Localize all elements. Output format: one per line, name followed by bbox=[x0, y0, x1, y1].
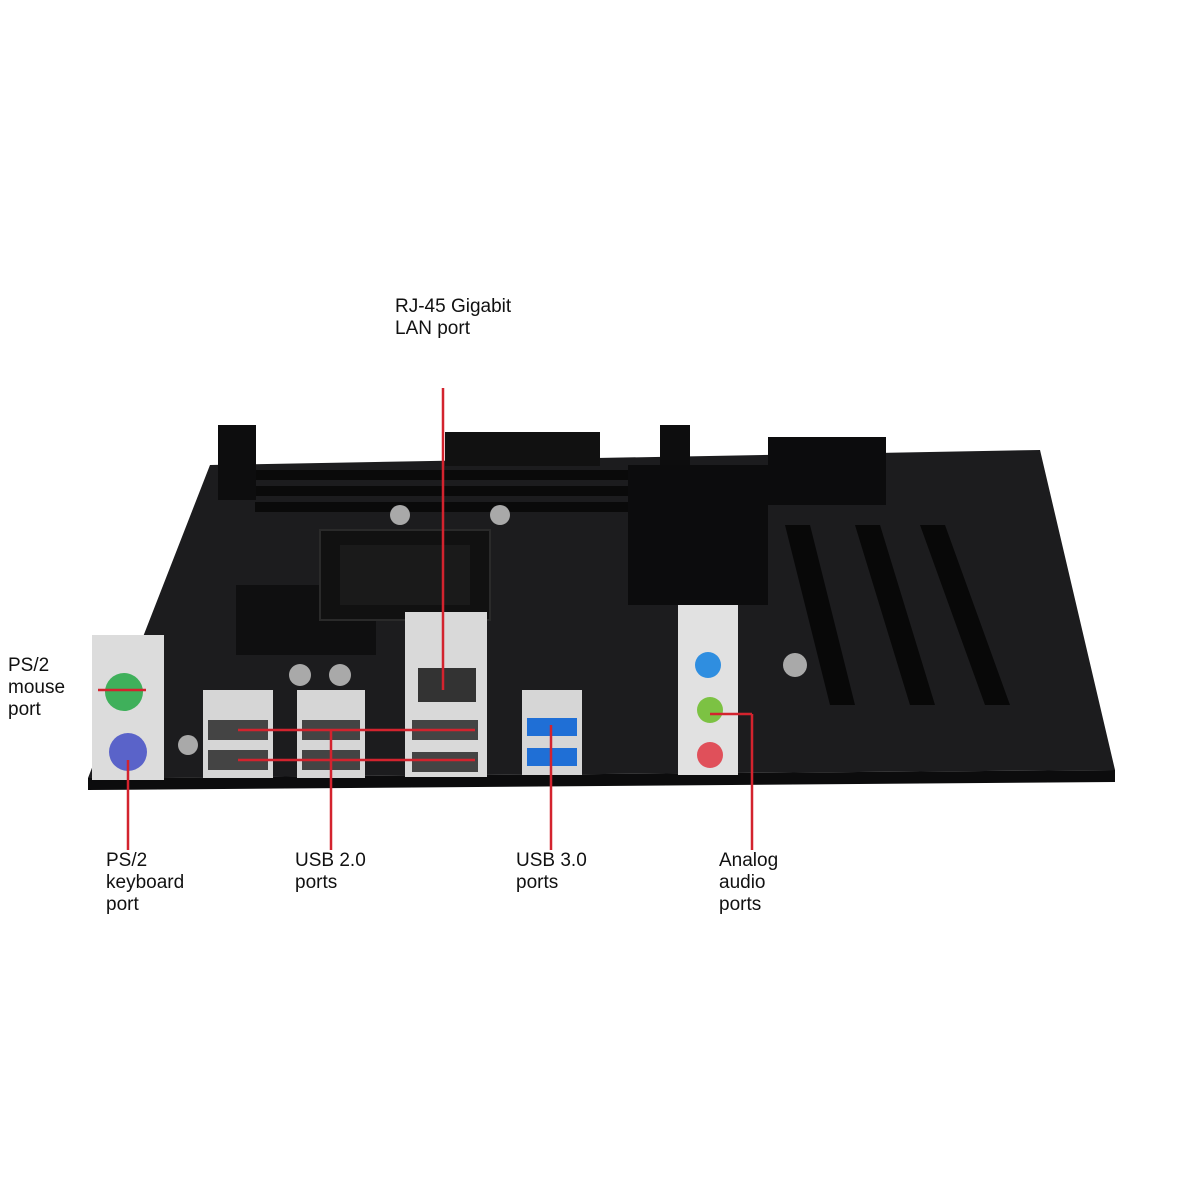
callout-rj45-lan: RJ-45 Gigabit LAN port bbox=[395, 296, 511, 340]
cpu-socket-icon bbox=[319, 529, 491, 621]
chipset-heatsink-icon bbox=[628, 437, 886, 605]
memory-slots bbox=[255, 432, 635, 512]
callout-lines bbox=[98, 388, 754, 850]
usb2-port-stack-1 bbox=[203, 690, 273, 778]
callout-line: mouse bbox=[8, 677, 66, 698]
callout-ps2-keyboard: PS/2 keyboard port bbox=[106, 850, 184, 916]
callout-line: PS/2 bbox=[106, 850, 148, 871]
callout-line: LAN port bbox=[395, 318, 470, 339]
callout-line: port bbox=[8, 699, 41, 720]
callout-analog-audio: Analog audio ports bbox=[719, 850, 778, 916]
callout-usb3: USB 3.0 ports bbox=[516, 850, 587, 894]
callout-ps2-mouse: PS/2 mouse port bbox=[8, 655, 65, 721]
audio-port-block bbox=[678, 605, 738, 775]
pcb-edge bbox=[88, 770, 1115, 790]
ps2-port-block bbox=[92, 635, 164, 780]
audio-jack-green-icon bbox=[697, 697, 723, 723]
ps2-keyboard-port-icon bbox=[109, 733, 147, 771]
ps2-mouse-port-icon bbox=[105, 673, 143, 711]
callout-line: port bbox=[106, 894, 139, 915]
expansion-slots bbox=[785, 525, 1010, 705]
callout-line: Analog bbox=[719, 850, 779, 871]
callout-line: ports bbox=[719, 894, 762, 915]
callout-line: USB 2.0 bbox=[295, 850, 366, 871]
callout-line: ports bbox=[295, 872, 338, 893]
audio-jack-blue-icon bbox=[695, 652, 721, 678]
callout-line: audio bbox=[719, 872, 766, 893]
callout-line: USB 3.0 bbox=[516, 850, 587, 871]
callout-usb2: USB 2.0 ports bbox=[295, 850, 366, 894]
callout-line: ports bbox=[516, 872, 559, 893]
audio-jack-pink-icon bbox=[697, 742, 723, 768]
callout-line: RJ-45 Gigabit bbox=[395, 296, 512, 317]
capacitors bbox=[178, 505, 807, 755]
callout-line: keyboard bbox=[106, 872, 185, 893]
rj45-lan-port-icon bbox=[405, 612, 487, 777]
callout-line: PS/2 bbox=[8, 655, 50, 676]
